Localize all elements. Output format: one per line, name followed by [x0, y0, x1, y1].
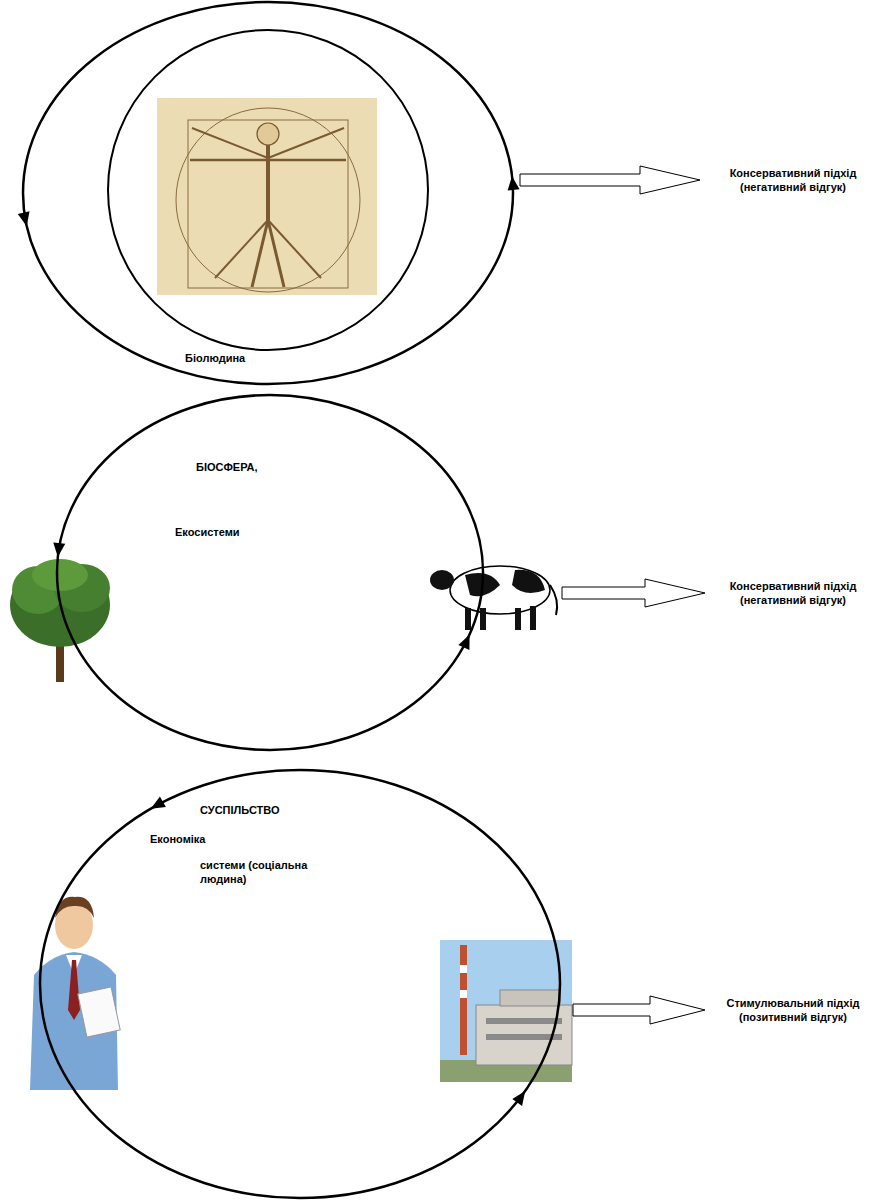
vitruvian-man: [157, 98, 377, 295]
ellipse-line: [23, 2, 513, 384]
hollow-arrow: [573, 996, 705, 1024]
approach-label: Стимулювальний підхід (позитивний відгук…: [705, 996, 881, 1024]
hollow-arrow: [520, 166, 700, 194]
inner-circle: [108, 30, 428, 350]
businessman: [30, 897, 120, 1090]
ellipse-line: [40, 770, 560, 1198]
tree: [10, 559, 110, 682]
ellipse-outline: [23, 2, 513, 384]
ellipse-outline: [57, 395, 483, 750]
approach-label: Консервативний підхід (негативний відгук…: [705, 579, 881, 607]
cow: [430, 566, 557, 630]
power-plant: [440, 940, 572, 1082]
cycle-label: системи (соціальна людина): [200, 858, 330, 886]
cycle-label: Екосистеми: [175, 525, 240, 539]
cycle-ellipse: Біолюдина: [23, 2, 513, 384]
cycle-label: Економіка: [150, 832, 205, 846]
cycle-ellipse: БІОСФЕРА, Екосистеми: [57, 395, 483, 750]
hollow-arrow: [562, 579, 705, 607]
approach-label: Консервативний підхід (негативний відгук…: [705, 166, 881, 194]
ellipse-line: [57, 395, 483, 750]
cycle-label: БІОСФЕРА,: [196, 460, 258, 474]
ellipse-outline: [40, 770, 560, 1198]
cycle-label: Біолюдина: [185, 351, 245, 365]
cycle-label: СУСПІЛЬСТВО: [200, 803, 280, 817]
cycle-ellipse: СУСПІЛЬСТВО Економіка системи (соціальна л…: [40, 770, 560, 1198]
